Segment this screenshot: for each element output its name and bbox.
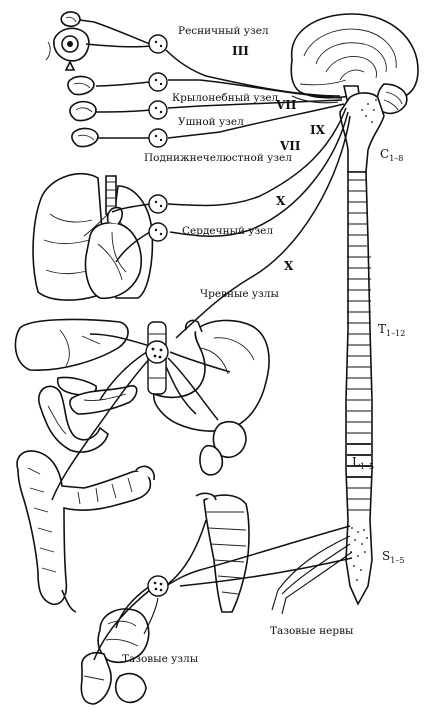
brainstem-stipple xyxy=(361,99,377,123)
label-cardiac-ganglion: Сердечный узел xyxy=(182,225,273,237)
numeral-x-lower: X xyxy=(284,259,294,273)
celiac-ganglia xyxy=(145,321,169,395)
segment-label-lumbar: L1–5 xyxy=(352,455,374,471)
label-otic-ganglion: Ушной узел xyxy=(178,116,244,128)
numeral-ix: IX xyxy=(310,123,326,137)
sacral-nerve-fibers xyxy=(165,525,353,615)
spinal-segment-labels: C1–8 T1–12 L1–5 S1–5 xyxy=(352,147,405,565)
numeral-x-upper: X xyxy=(276,194,286,208)
heart xyxy=(84,206,142,299)
duodenum xyxy=(38,385,109,453)
numeral-vii-lower: VII xyxy=(279,139,301,153)
segment-label-thoracic: T1–12 xyxy=(378,322,405,338)
parotid-gland xyxy=(69,100,97,122)
spleen xyxy=(212,420,247,458)
eye xyxy=(45,27,90,71)
label-pelvic-ganglia: Тазовые узлы xyxy=(122,653,198,665)
cardiac-ganglion xyxy=(148,222,168,242)
otic-ganglion xyxy=(148,100,168,120)
rectum xyxy=(195,492,250,613)
label-pterygopalatine-ganglion: Крылонебный узел xyxy=(172,92,279,104)
segment-label-sacral: S1–5 xyxy=(382,549,404,565)
label-celiac-ganglia: Чревные узлы xyxy=(200,288,279,300)
label-pelvic-nerves: Тазовые нервы xyxy=(270,625,353,637)
pancreas xyxy=(69,385,138,415)
cranial-nerve-numerals: III VII IX VII X X xyxy=(232,44,326,273)
spinal-segment-bands xyxy=(347,179,371,511)
segment-label-cervical: C1–8 xyxy=(380,147,403,163)
pterygopalatine-ganglion xyxy=(148,72,168,92)
brain xyxy=(290,13,419,115)
numeral-iii: III xyxy=(232,44,249,58)
bladder-genitals xyxy=(80,608,150,705)
postganglionic-fibers xyxy=(51,19,231,661)
pelvic-ganglia xyxy=(147,575,169,597)
submandibular-ganglion xyxy=(148,128,168,148)
stomach xyxy=(153,319,270,432)
ganglia xyxy=(145,34,169,597)
spinal-cord xyxy=(339,92,385,606)
liver xyxy=(14,318,129,371)
pulmonary-ganglion xyxy=(148,194,168,214)
nasal-glands xyxy=(67,75,95,96)
small-intestine-loop xyxy=(199,444,224,476)
label-submandibular-ganglion: Поднижнечелюстной узел xyxy=(144,152,292,164)
sacral-stipple xyxy=(350,527,368,581)
ciliary-ganglion xyxy=(148,34,168,54)
label-ciliary-ganglion: Ресничный узел xyxy=(178,25,269,37)
colon xyxy=(16,450,155,613)
numeral-vii-upper: VII xyxy=(275,98,297,112)
lacrimal-gland xyxy=(60,11,81,28)
labels: Ресничный узел Крылонебный узел Ушной уз… xyxy=(122,25,353,665)
salivary-glands xyxy=(71,127,99,148)
cranial-nerve-fibers xyxy=(165,49,351,339)
